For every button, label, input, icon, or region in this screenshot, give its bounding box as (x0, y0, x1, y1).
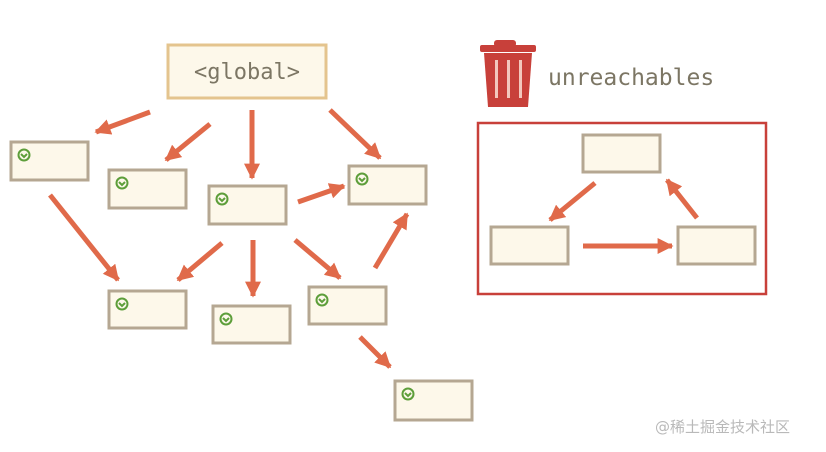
reachable-check-icon (355, 172, 369, 186)
watermark: @稀土掘金技术社区 (655, 418, 791, 436)
chevron-down-icon (358, 177, 366, 183)
unreachables-frame (476, 121, 768, 296)
object-node-u2 (489, 225, 570, 266)
arrow-n3-to-n5 (176, 241, 224, 282)
global-node (166, 43, 328, 100)
arrow-global-to-n1 (94, 109, 151, 135)
chevron-down-icon (404, 392, 412, 398)
arrow-n1-to-n5 (48, 193, 120, 282)
reachable-check-icon (219, 312, 233, 326)
arrow-n3-to-n4 (297, 183, 346, 205)
arrow-u3-to-u1 (665, 178, 699, 220)
chevron-down-icon (20, 153, 28, 159)
reachable-check-icon (215, 192, 229, 206)
chevron-down-icon (318, 298, 326, 304)
reachable-check-icon (17, 148, 31, 162)
arrow-n7-to-n4 (372, 212, 410, 270)
chevron-down-icon (118, 181, 126, 187)
arrow-n7-to-n8 (358, 335, 392, 369)
arrow-n3-to-n7 (293, 238, 342, 280)
chevron-down-icon (222, 317, 230, 323)
chevron-down-icon (118, 302, 126, 308)
arrow-global-to-n2 (164, 122, 212, 162)
chevron-down-icon (218, 197, 226, 203)
nodes (9, 43, 757, 422)
global-label: <global> (194, 60, 300, 85)
object-node-n8 (393, 379, 474, 422)
unreachables-label: unreachables (548, 65, 714, 91)
trash-icon (480, 40, 536, 107)
reachable-check-icon (115, 297, 129, 311)
arrow-global-to-n4 (328, 108, 382, 160)
reachable-check-icon (401, 387, 415, 401)
reachable-check-icon (115, 176, 129, 190)
edges (48, 108, 699, 369)
object-node-u3 (676, 225, 757, 266)
reachable-check-icon (315, 293, 329, 307)
arrow-u1-to-u2 (548, 181, 597, 222)
object-node-u1 (581, 133, 662, 174)
